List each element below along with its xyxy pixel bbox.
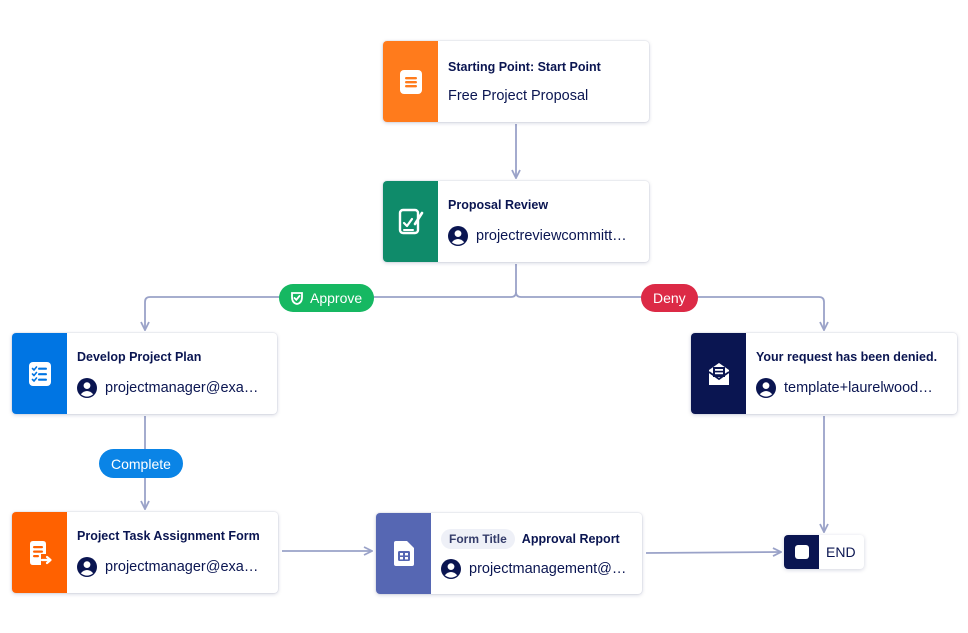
form-assign-icon — [29, 540, 52, 565]
approval-report-node[interactable]: Form Title Approval Report projectmanage… — [376, 513, 642, 594]
edge-deny-to-denied — [515, 291, 824, 329]
end-label: END — [826, 544, 856, 560]
plan-assignee: projectmanager@exa… — [105, 379, 259, 396]
user-avatar-icon — [756, 377, 776, 398]
task-assignment-form-node[interactable]: Project Task Assignment Form projectmana… — [12, 512, 278, 593]
plan-title: Develop Project Plan — [77, 349, 202, 364]
edge-approve-to-plan — [145, 296, 511, 329]
user-avatar-icon — [448, 225, 468, 246]
denied-icon-box — [691, 333, 746, 414]
report-assignee: projectmanagement@… — [469, 560, 627, 577]
proposal-review-node[interactable]: Proposal Review projectreviewcommitt… — [383, 181, 649, 262]
start-icon-box — [383, 41, 438, 122]
plan-icon-box — [12, 333, 67, 414]
review-title: Proposal Review — [448, 197, 549, 212]
task-form-title: Project Task Assignment Form — [77, 528, 260, 543]
user-avatar-icon — [441, 558, 461, 579]
approval-signature-icon — [398, 208, 423, 234]
report-document-icon — [393, 541, 414, 566]
denied-assignee: template+laurelwood… — [784, 379, 933, 396]
complete-edge-label[interactable]: Complete — [99, 449, 183, 478]
task-form-assignee: projectmanager@exa… — [105, 558, 259, 575]
complete-label: Complete — [111, 455, 171, 472]
denied-title: Your request has been denied. — [756, 349, 938, 364]
user-avatar-icon — [77, 377, 97, 398]
form-title-tag: Form Title — [441, 528, 515, 549]
start-title: Starting Point: Start Point — [448, 59, 601, 74]
form-document-icon — [399, 69, 422, 94]
start-node[interactable]: Starting Point: Start Point Free Project… — [383, 41, 649, 122]
approve-label: Approve — [310, 290, 363, 306]
approve-edge-label[interactable]: Approve — [279, 284, 375, 312]
approve-check-icon — [291, 292, 303, 305]
email-open-icon — [707, 362, 730, 385]
task-form-icon-box — [12, 512, 67, 593]
end-node[interactable]: END — [784, 535, 864, 569]
deny-label: Deny — [653, 290, 686, 306]
request-denied-node[interactable]: Your request has been denied. template+l… — [691, 333, 957, 414]
review-icon-box — [383, 181, 438, 262]
user-avatar-icon — [77, 556, 97, 577]
stop-square-icon — [784, 535, 819, 569]
edge-report-to-end — [645, 552, 780, 553]
start-subtitle: Free Project Proposal — [448, 87, 589, 104]
develop-plan-node[interactable]: Develop Project Plan projectmanager@exa… — [12, 333, 277, 414]
task-list-icon — [28, 361, 51, 386]
review-assignee: projectreviewcommitt… — [476, 227, 627, 244]
report-title: Approval Report — [521, 531, 620, 546]
deny-edge-label[interactable]: Deny — [641, 284, 698, 312]
report-icon-box — [376, 513, 431, 594]
